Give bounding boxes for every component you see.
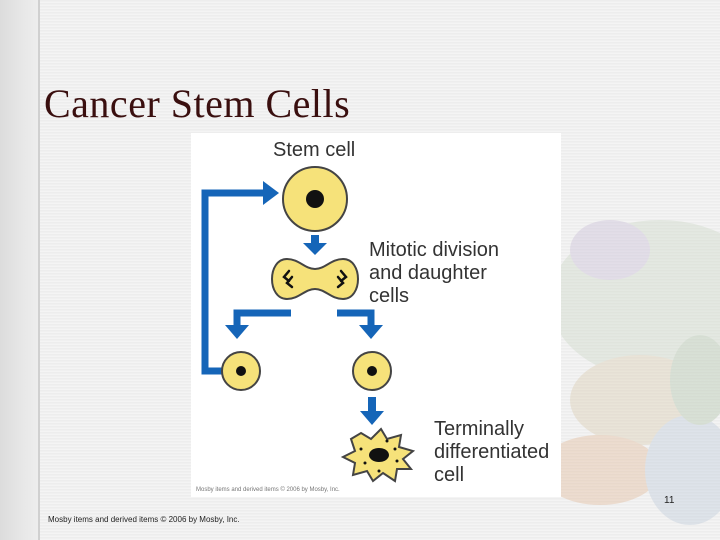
stem-cell-figure: Stem cell Mitotic division and daughter … (191, 133, 561, 497)
footer-credit: Mosby items and derived items © 2006 by … (48, 515, 240, 524)
stem-cell-nucleus (306, 190, 324, 208)
left-margin-rule (38, 0, 40, 540)
differentiated-cell-nucleus (369, 448, 389, 462)
granule-1 (359, 447, 363, 451)
right-branch-arrowhead (359, 325, 383, 339)
bg-organelle-1 (550, 220, 720, 380)
bg-organelle-6 (670, 335, 720, 425)
dividing-cell (271, 257, 359, 301)
label-mitotic-division: Mitotic division and daughter cells (369, 239, 500, 307)
stem-cell-diagram (201, 166, 416, 483)
page-number: 11 (664, 495, 675, 506)
left-daughter-nucleus (236, 366, 246, 376)
bg-organelle-3 (540, 435, 660, 505)
differentiation-arrow-shaft (368, 397, 376, 413)
granule-4 (395, 459, 399, 463)
right-branch-line (337, 309, 375, 327)
granule-5 (377, 469, 381, 473)
chromosome-left-1 (282, 269, 291, 283)
left-margin-band (0, 0, 40, 540)
label-terminally-differentiated: Terminally differentiated cell (434, 418, 550, 486)
granule-2 (363, 461, 367, 465)
differentiation-arrow-head (360, 411, 384, 425)
dividing-cell-chromosomes (282, 269, 348, 289)
slide-title: Cancer Stem Cells (44, 81, 351, 126)
right-daughter-nucleus (367, 366, 377, 376)
chromosome-right-2 (336, 275, 345, 289)
differentiated-cell-granules (359, 439, 399, 473)
left-branch-arrowhead (225, 325, 249, 339)
chromosome-left-2 (285, 275, 294, 289)
figure-credit: Mosby items and derived items © 2006 by … (196, 487, 340, 493)
bg-organelle-5 (570, 220, 650, 280)
granule-6 (385, 439, 389, 443)
left-branch-line (233, 309, 291, 327)
chromosome-right-1 (339, 269, 348, 283)
division-arrow-head (303, 243, 327, 255)
self-renewal-loop-line (201, 189, 263, 375)
bg-organelle-2 (570, 355, 710, 445)
division-arrow-shaft (311, 235, 319, 245)
bg-organelle-4 (645, 415, 720, 525)
granule-3 (393, 447, 397, 451)
label-stem-cell: Stem cell (273, 139, 356, 161)
self-renewal-loop-arrowhead (263, 181, 279, 205)
